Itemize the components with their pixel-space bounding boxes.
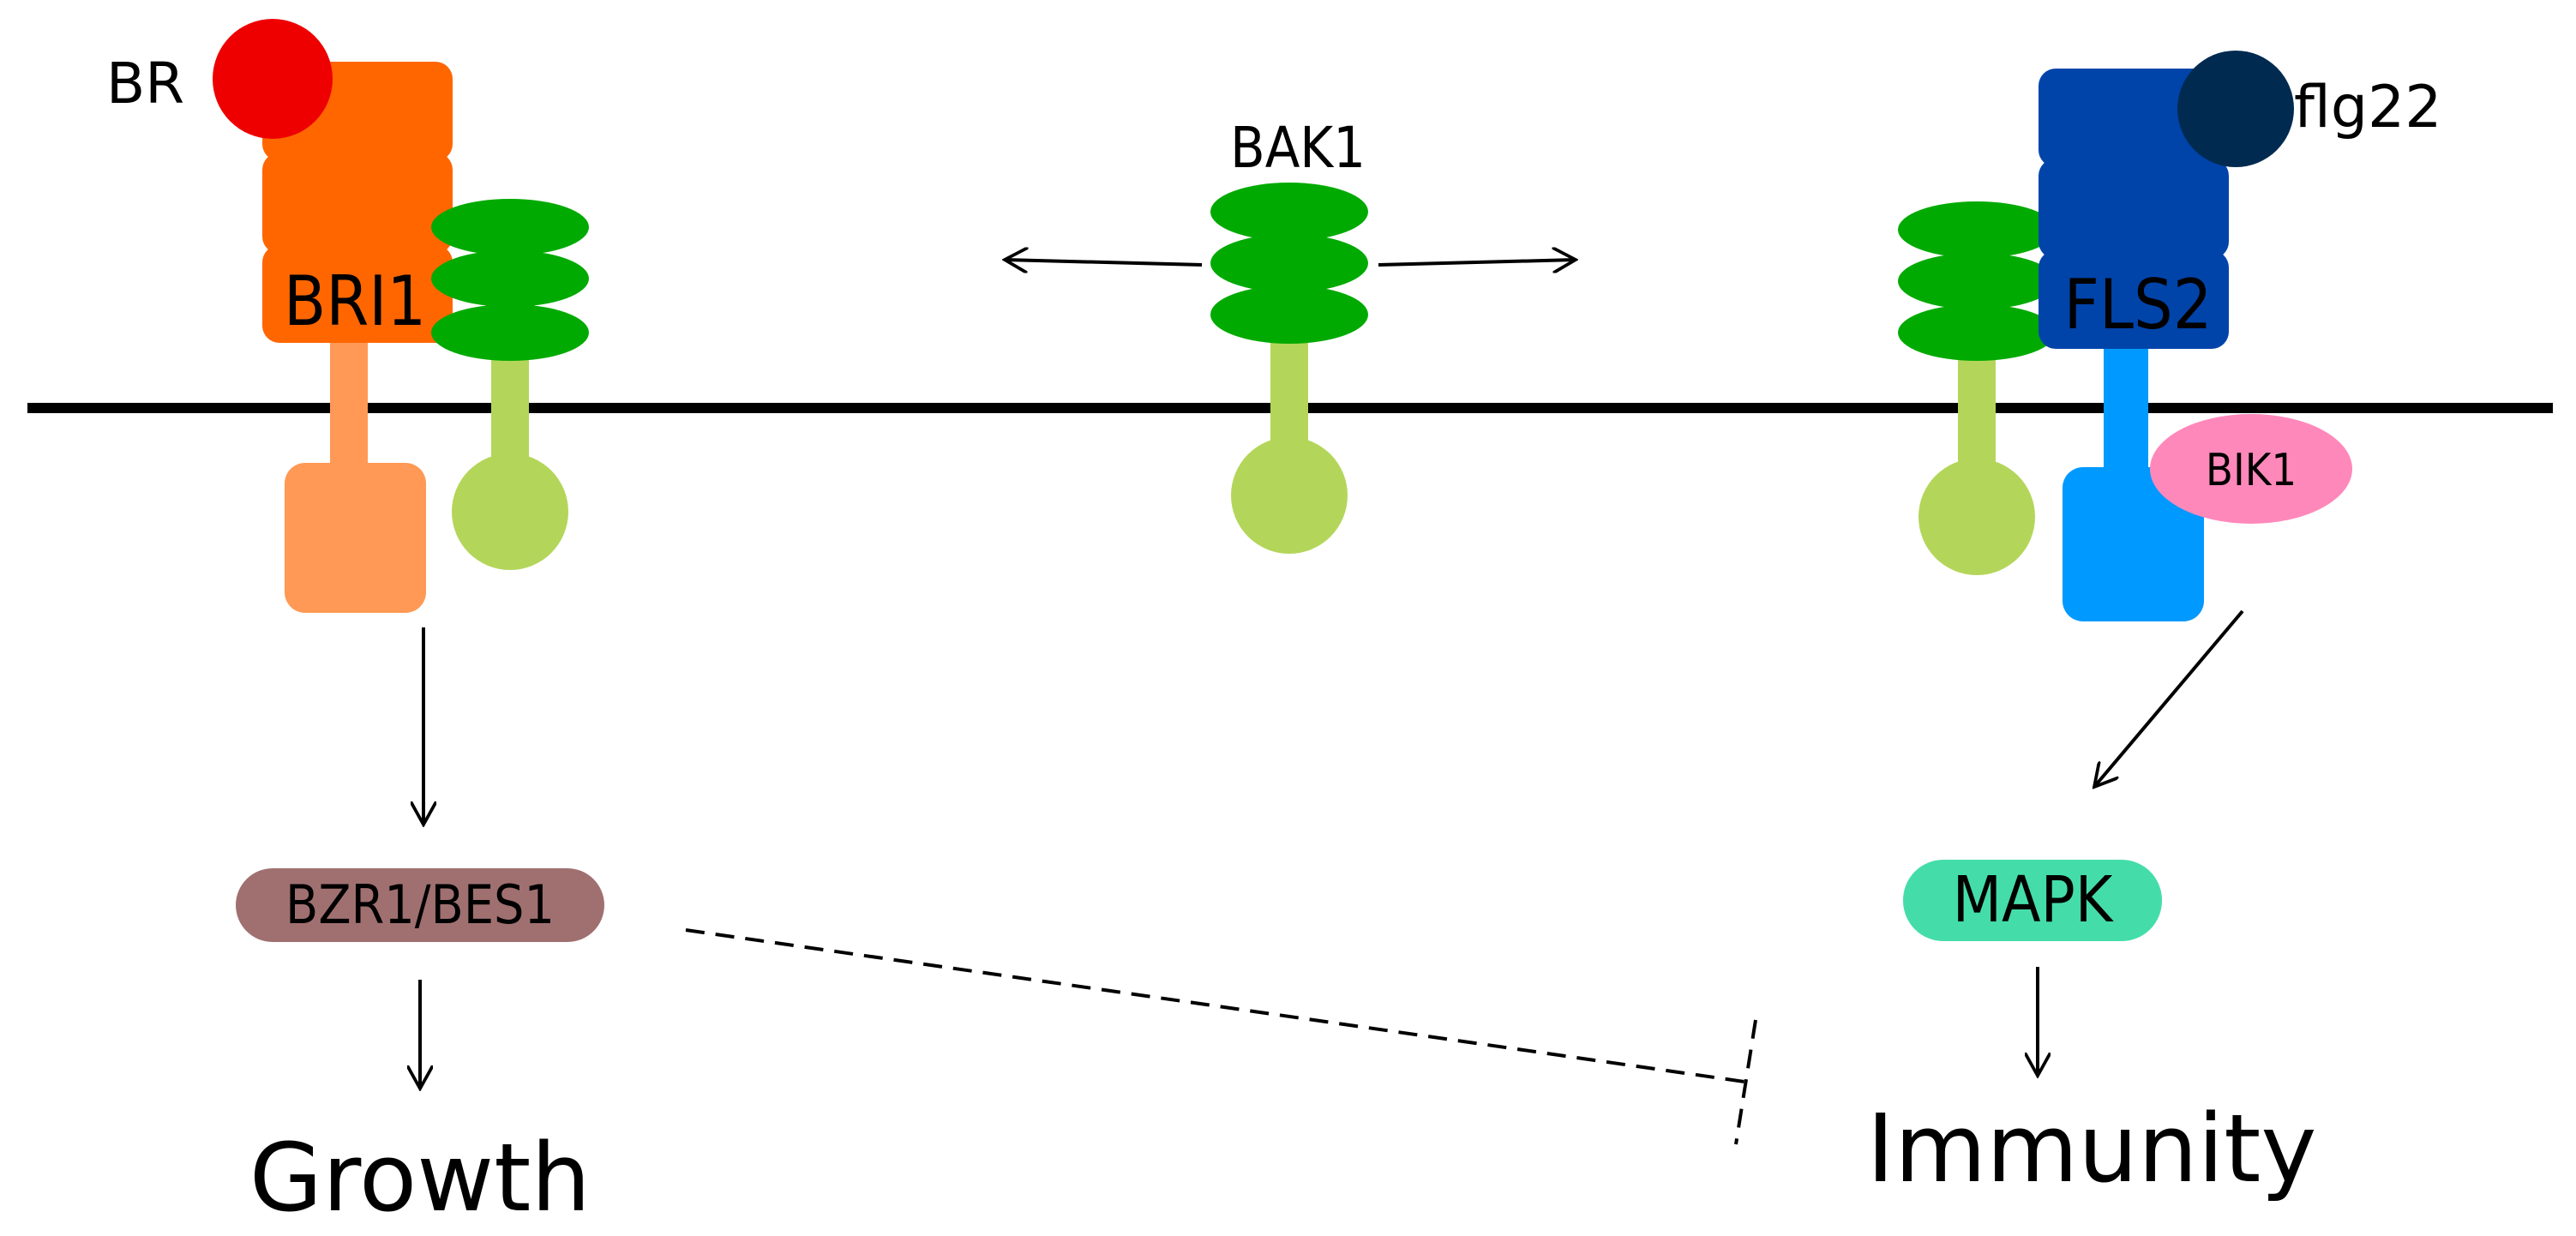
bak1-coreceptor-right: [1898, 201, 2056, 575]
bak1-left-lrr-3: [431, 304, 589, 361]
fls2-receptor: FLS2: [2039, 69, 2229, 621]
br-label: BR: [106, 51, 184, 117]
fls2-kinase-domain: [2063, 467, 2204, 621]
fls2-lrr-domain-2: [2039, 159, 2229, 259]
bak1-right-lrr-3: [1898, 304, 2056, 361]
bik1-label: BIK1: [2206, 445, 2297, 496]
bri1-stalk: [330, 330, 368, 489]
flg22-label: flg22: [2294, 74, 2442, 141]
fls2-label: FLS2: [2064, 265, 2213, 345]
bri1-lrr-domain-3: [262, 245, 453, 343]
bak1-center-kinase-domain: [1231, 437, 1348, 554]
bri1-kinase-domain: [285, 463, 426, 613]
bik1-protein: [2150, 414, 2352, 524]
bri1-label: BRI1: [284, 261, 426, 341]
bak1-center-lrr-3: [1210, 285, 1368, 344]
inhibition-bar: [1734, 1019, 1757, 1145]
mapk-label: MAPK: [1953, 863, 2115, 937]
bak1-coreceptor-left: [431, 199, 589, 570]
bak1-arrow-left: [1005, 260, 1203, 265]
fls2-to-mapk-arrow: [2094, 609, 2244, 787]
fls2-lrr-domain-3: [2039, 250, 2229, 349]
immunity-label: Immunity: [1867, 1094, 2317, 1203]
bak1-center-lrr-1: [1210, 183, 1368, 241]
bak1-free: [1210, 183, 1368, 554]
bak1-left-lrr-2: [431, 250, 589, 307]
bzr1-bes1-label: BZR1/BES1: [285, 873, 555, 936]
bzr1-bes1-box: [236, 868, 604, 942]
flg22-ligand: [2177, 51, 2294, 167]
bri1-lrr-domain-2: [262, 153, 453, 254]
bak1-right-lrr-2: [1898, 253, 2056, 309]
bak1-right-kinase-domain: [1918, 459, 2035, 575]
growth-label: Growth: [249, 1123, 591, 1233]
bak1-label: BAK1: [1230, 115, 1366, 181]
bak1-arrow-right: [1378, 260, 1576, 265]
bak1-center-lrr-2: [1210, 234, 1368, 292]
bak1-left-kinase-domain: [452, 453, 568, 570]
bzr1-inhibits-immunity-line: [685, 928, 1745, 1083]
bak1-left-lrr-1: [431, 199, 589, 255]
bri1-receptor: BRI1: [262, 62, 453, 613]
br-ligand: [213, 19, 333, 139]
bak1-right-lrr-1: [1898, 201, 2056, 258]
mapk-box: [1903, 860, 2162, 941]
